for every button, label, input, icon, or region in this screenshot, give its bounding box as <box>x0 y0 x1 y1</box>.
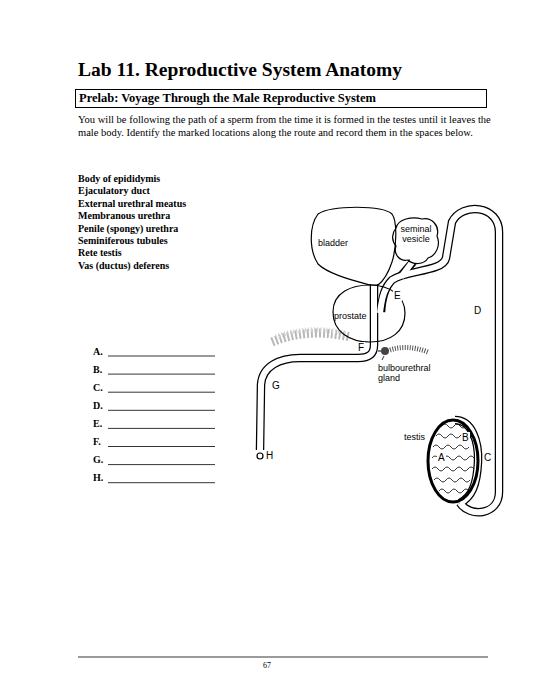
answer-letter: A. <box>93 346 103 358</box>
page-title: Lab 11. Reproductive System Anatomy <box>78 59 402 81</box>
organ-label: seminal vesicle <box>392 224 440 244</box>
organ-label: testis <box>404 432 425 442</box>
organ-outline-path <box>311 207 396 285</box>
section-heading: Prelab: Voyage Through the Male Reproduc… <box>76 90 486 107</box>
urethral-opening <box>257 453 263 459</box>
testis-outline: testis <box>402 417 490 507</box>
answer-letter: E. <box>93 418 102 430</box>
answer-letter: C. <box>93 382 103 394</box>
callout-letter: A <box>437 452 446 463</box>
part-label: bulbourethral gland <box>378 363 438 383</box>
word-bank-term: Ejaculatory duct <box>78 185 150 197</box>
organ-outline-path <box>428 420 478 502</box>
seminiferous-tubules-shape <box>432 424 474 493</box>
duct-walls <box>260 209 499 512</box>
organ-shape <box>402 417 490 507</box>
seminal-vesicle-outline: seminal vesicle <box>392 217 442 265</box>
answer-letter: F. <box>93 436 101 448</box>
answer-letter: D. <box>93 400 103 412</box>
word-bank-term: Body of epididymis <box>78 173 160 185</box>
organ-label: prostate <box>334 311 367 321</box>
callout-letter: F <box>357 342 365 353</box>
callout-letter: H <box>266 450 273 461</box>
word-bank-term: Membranous urethra <box>78 210 170 222</box>
pelvic-muscle <box>272 330 428 352</box>
footer-rule <box>78 657 488 658</box>
word-bank-term: Seminiferous tubules <box>78 235 168 247</box>
word-bank-term: Penile (spongy) urethra <box>78 223 178 235</box>
answer-letter: G. <box>93 454 103 466</box>
callout-letter: B <box>461 432 470 443</box>
bladder-outline: bladder <box>308 204 400 288</box>
page-number: 67 <box>263 661 271 670</box>
callout-letter: C <box>484 452 491 463</box>
word-bank-term: Vas (ductus) deferens <box>78 260 169 272</box>
bulbourethral-gland-shape <box>378 347 389 360</box>
organ-label: bladder <box>318 238 348 248</box>
duct-lumen <box>260 209 499 512</box>
instructions-text: You will be following the path of a sper… <box>78 113 494 139</box>
organ-outline-path <box>333 285 405 342</box>
callout-letter: D <box>474 305 481 316</box>
callout-letter: E <box>393 290 402 301</box>
section-heading-box: Prelab: Voyage Through the Male Reproduc… <box>75 89 487 108</box>
answer-letter: H. <box>93 472 103 484</box>
answer-blanks <box>108 356 215 483</box>
word-bank-term: External urethral meatus <box>78 198 186 210</box>
answer-letter: B. <box>93 364 102 376</box>
callout-letter: G <box>272 380 280 391</box>
word-bank-term: Rete testis <box>78 247 122 259</box>
